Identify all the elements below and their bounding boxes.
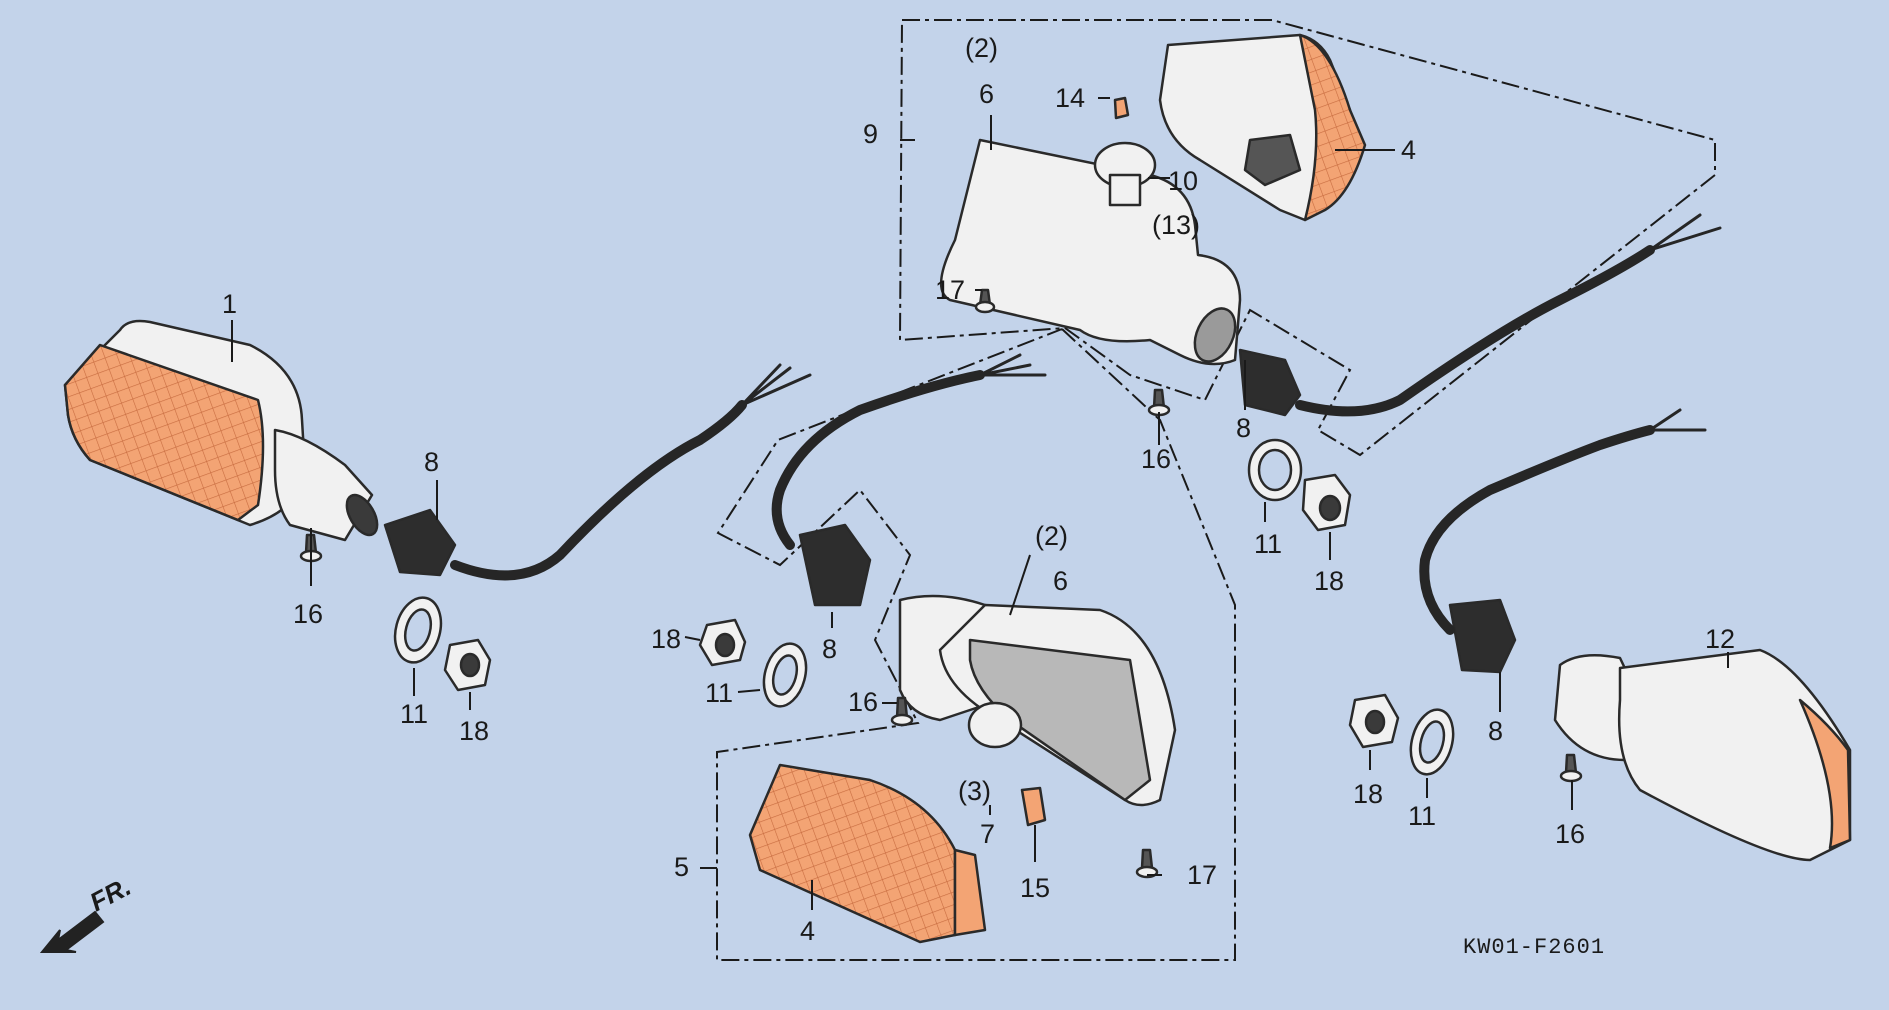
callout-8-top: 8 <box>1236 413 1251 443</box>
bulb-14 <box>1093 96 1157 207</box>
callout-14: 14 <box>1055 83 1085 113</box>
washer-11-center <box>762 642 808 708</box>
front-right-indicator-lens <box>748 763 987 944</box>
callout-8-right: 8 <box>1488 716 1503 746</box>
screw-17-top <box>974 288 996 314</box>
callout-5: 5 <box>674 852 689 882</box>
callout-1: 1 <box>222 289 237 319</box>
callout-4-top: 4 <box>1401 135 1416 165</box>
callout-16-top: 16 <box>1141 444 1171 474</box>
front-label: FR. <box>85 871 136 917</box>
callout-17-center: 17 <box>1187 860 1217 890</box>
callout-18-right: 18 <box>1353 779 1383 809</box>
callout-16-center: 16 <box>848 687 878 717</box>
callout-12: 12 <box>1705 624 1735 654</box>
callout-7: 7 <box>980 819 995 849</box>
callout-8-center: 8 <box>822 634 837 664</box>
assembly-5-outline <box>716 328 1236 961</box>
callout-11-top: 11 <box>1254 529 1282 559</box>
callout-11-center: 11 <box>705 678 733 708</box>
nut-18-center <box>698 618 747 667</box>
rear-right-indicator <box>1419 408 1852 862</box>
diagram-code: KW01-F2601 <box>1463 935 1605 960</box>
front-direction-arrow: FR. <box>39 871 136 953</box>
callout-13: (13) <box>1152 210 1200 240</box>
washer-11-left <box>393 596 443 664</box>
callout-18-center: 18 <box>651 624 681 654</box>
nut-18-right <box>1348 693 1400 749</box>
callout-2-center: (2) <box>1035 521 1068 551</box>
bulb-15 <box>1020 786 1047 827</box>
assembly-9-outline <box>898 19 1716 457</box>
callout-6-center: 6 <box>1053 566 1068 596</box>
screw-17-center <box>1135 848 1159 879</box>
screw-16-center <box>890 696 914 727</box>
callout-17-top: 17 <box>935 275 965 305</box>
callout-2-top: (2) <box>965 33 998 63</box>
callout-18-left: 18 <box>459 716 489 746</box>
washer-11-top <box>1247 438 1303 502</box>
rear-top-indicator-lens <box>1158 33 1367 222</box>
callout-15: 15 <box>1020 873 1050 903</box>
washer-11-right <box>1409 708 1455 776</box>
callout-10: 10 <box>1168 166 1198 196</box>
front-right-indicator-body <box>771 353 1177 807</box>
screw-16-right <box>1559 753 1583 783</box>
nut-18-top <box>1301 473 1352 532</box>
callout-labels: 1 8 16 11 18 (2) 6 14 10 (13) 4 9 17 16 … <box>222 33 1735 946</box>
rear-top-indicator-body <box>939 138 1722 417</box>
callout-16-right: 16 <box>1555 819 1585 849</box>
callout-11-right: 11 <box>1408 801 1436 831</box>
callout-18-top: 18 <box>1314 566 1344 596</box>
callout-9: 9 <box>863 119 878 149</box>
screw-16-top <box>1147 388 1171 417</box>
callout-4-center: 4 <box>800 916 815 946</box>
front-left-indicator <box>63 319 812 581</box>
callout-3: (3) <box>958 776 991 806</box>
leader-lines <box>231 97 1729 910</box>
callout-8-left: 8 <box>424 447 439 477</box>
callout-6-top: 6 <box>979 79 994 109</box>
callout-16-left: 16 <box>293 599 323 629</box>
nut-18-left <box>443 638 492 692</box>
callout-11-left: 11 <box>400 699 428 729</box>
